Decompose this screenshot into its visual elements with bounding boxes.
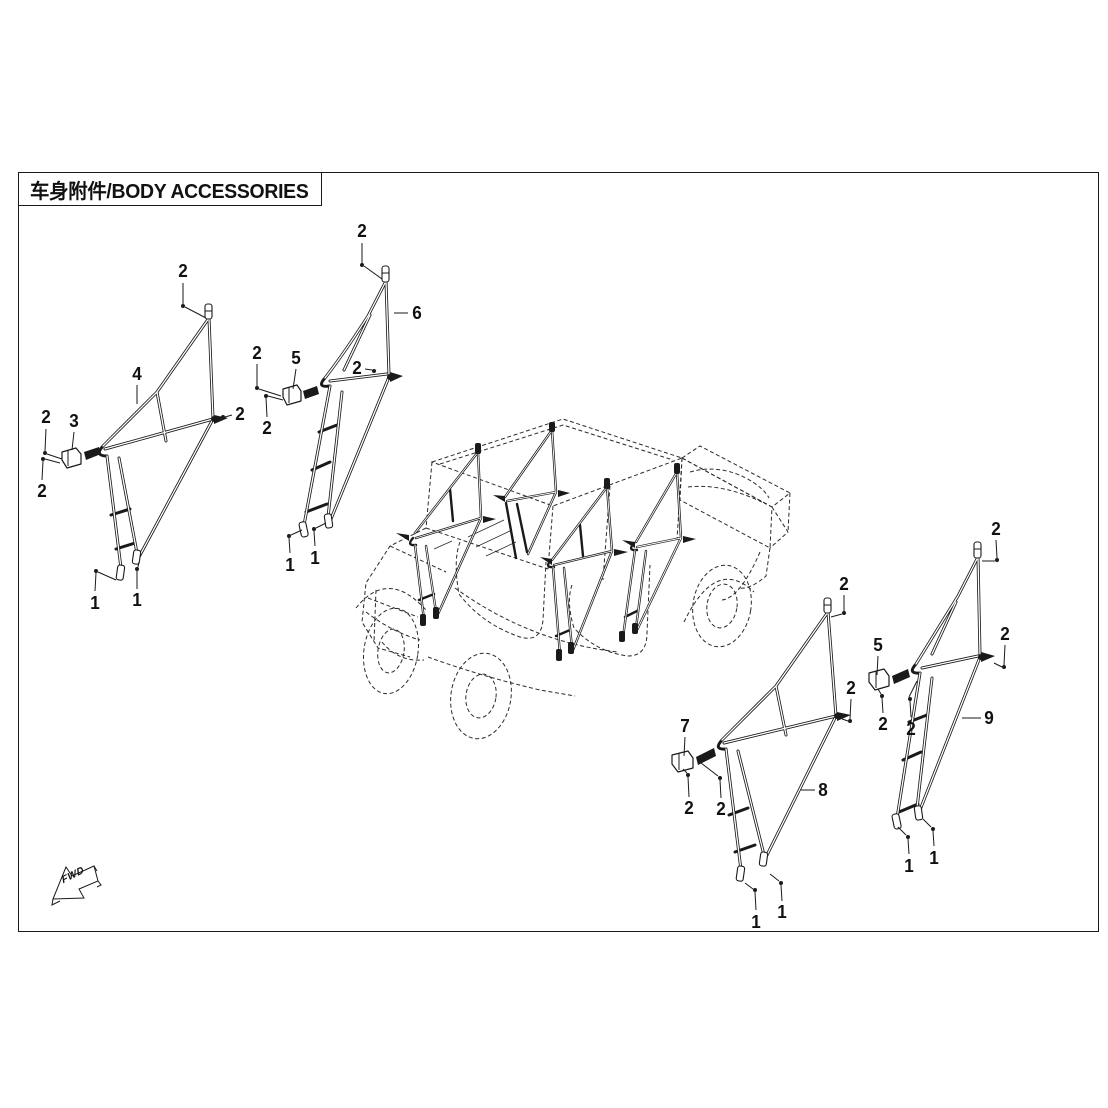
part-callout-5: 5 [873, 635, 883, 655]
part-callout-2: 2 [839, 574, 849, 594]
part-callout-2: 2 [878, 714, 888, 734]
part-callout-2: 2 [235, 404, 245, 424]
part-callout-1: 1 [777, 902, 787, 922]
title-box: 车身附件/BODY ACCESSORIES [18, 172, 322, 206]
part-callout-7: 7 [680, 716, 690, 736]
part-callout-2: 2 [684, 798, 694, 818]
part-callout-1: 1 [904, 856, 914, 876]
installed-frame-front-left [396, 443, 496, 626]
part-callout-2: 2 [716, 799, 726, 819]
door-frame-4 [61, 303, 228, 581]
installed-frame-front-right [493, 422, 570, 560]
part-callout-2: 2 [846, 678, 856, 698]
installed-door-frames [396, 422, 696, 661]
part-callout-2: 2 [262, 418, 272, 438]
part-callout-1: 1 [285, 555, 295, 575]
part-callout-9: 9 [984, 708, 994, 728]
fwd-arrow-icon [51, 865, 102, 906]
part-callout-2: 2 [906, 719, 916, 739]
part-callout-2: 2 [352, 358, 362, 378]
part-callout-1: 1 [90, 593, 100, 613]
part-callout-4: 4 [132, 364, 142, 384]
part-callout-1: 1 [929, 848, 939, 868]
door-frame-9 [868, 541, 995, 830]
door-frame-6 [282, 265, 403, 538]
part-callout-2: 2 [1000, 624, 1010, 644]
installed-frame-rear-right [619, 463, 696, 642]
screw-dots [41, 263, 1006, 892]
part-callout-6: 6 [412, 303, 422, 323]
part-callout-5: 5 [291, 348, 301, 368]
part-callout-2: 2 [178, 261, 188, 281]
part-callout-2: 2 [991, 519, 1001, 539]
page-title: 车身附件/BODY ACCESSORIES [30, 180, 309, 203]
door-frame-8 [671, 597, 851, 882]
part-callout-2: 2 [41, 407, 51, 427]
part-callout-8: 8 [818, 780, 828, 800]
part-callout-2: 2 [357, 221, 367, 241]
part-callout-3: 3 [69, 411, 79, 431]
leader-lines [41, 243, 1006, 911]
part-callout-1: 1 [751, 912, 761, 932]
part-callout-1: 1 [310, 548, 320, 568]
part-callout-1: 1 [132, 590, 142, 610]
installed-frame-rear-left [540, 478, 628, 661]
part-callout-2: 2 [252, 343, 262, 363]
part-callout-2: 2 [37, 481, 47, 501]
